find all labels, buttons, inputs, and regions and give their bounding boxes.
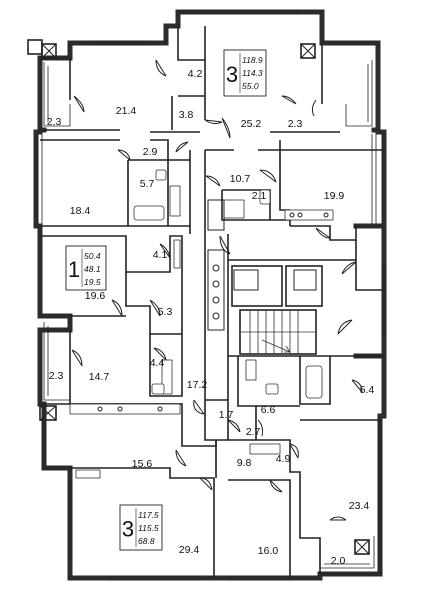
- apartment-area-0: 118.9: [242, 55, 263, 65]
- doors: [71, 59, 363, 521]
- room-area-label-r4: 3.8: [179, 109, 194, 121]
- room-area-label-r13: 4.1: [153, 249, 168, 261]
- room-area-label-r24: 4.9: [276, 453, 291, 465]
- room-area-labels: 2.3 21.4 4.2 3.8 25.2 2.3 2.9 10.7 5.7 19.9 18.4 2.…: [47, 68, 375, 567]
- room-area-label-r28: 29.4: [179, 544, 200, 556]
- room-area-label-r6: 2.3: [288, 118, 303, 130]
- staircase: [240, 310, 316, 354]
- apartment-area-0: 117.5: [138, 510, 159, 520]
- apartment-tag-a1: 3 118.9 114.3 55.0: [223, 49, 267, 97]
- room-area-label-r9: 5.7: [140, 178, 155, 190]
- room-area-label-r10: 19.9: [324, 190, 345, 202]
- room-area-label-r30: 2.0: [331, 555, 346, 567]
- room-area-label-r21: 6.6: [261, 404, 276, 416]
- room-area-label-r2: 21.4: [116, 105, 137, 117]
- room-area-label-r27: 23.4: [349, 500, 370, 512]
- room-area-label-r20: 5.4: [360, 384, 375, 396]
- room-area-label-r23: 2.7: [246, 426, 261, 438]
- apartment-area-2: 68.8: [138, 536, 155, 546]
- apartment-tag-a2: 1 50.4 48.1 19.5: [65, 245, 107, 291]
- room-area-label-r18: 14.7: [89, 371, 110, 383]
- room-area-label-r29: 16.0: [258, 545, 279, 557]
- corner-pillars: [27, 39, 370, 555]
- apartment-area-2: 55.0: [242, 81, 259, 91]
- apartment-room-count: 3: [226, 62, 238, 87]
- room-area-label-r8: 10.7: [230, 173, 251, 185]
- room-area-label-r22: 1.7: [219, 409, 234, 421]
- room-area-label-r25: 15.6: [132, 458, 153, 470]
- room-area-label-r1: 2.3: [47, 116, 62, 128]
- room-area-label-r26: 9.8: [237, 457, 252, 469]
- apartment-tag-frame: [119, 504, 163, 551]
- room-area-label-r17: 4.4: [150, 357, 165, 369]
- apartment-tag-a3: 3 117.5 115.5 68.8: [119, 504, 163, 551]
- apartment-area-2: 19.5: [84, 277, 101, 287]
- apartment-tags: 3 118.9 114.3 55.0 1 50.4 48.1 19.5 3 117.5 115.5 6…: [65, 49, 267, 551]
- apartment-area-1: 48.1: [84, 264, 101, 274]
- apartment-room-count: 1: [68, 257, 80, 282]
- room-area-label-r16: 2.3: [49, 370, 64, 382]
- fixtures: [69, 169, 334, 479]
- windows: [67, 9, 387, 581]
- room-area-label-r5: 25.2: [241, 118, 262, 130]
- room-area-label-r19: 17.2: [187, 379, 208, 391]
- outer-walls: [33, 9, 387, 581]
- apartment-tag-frame: [223, 49, 267, 97]
- room-area-label-r14: 19.6: [85, 290, 106, 302]
- room-area-label-r3: 4.2: [188, 68, 203, 80]
- apartment-area-0: 50.4: [84, 251, 101, 261]
- interior-walls: [40, 26, 384, 578]
- room-area-label-r11: 18.4: [70, 205, 91, 217]
- apartment-area-1: 114.3: [242, 68, 263, 78]
- apartment-tag-frame: [65, 245, 107, 291]
- room-area-label-r15: 5.3: [158, 306, 173, 318]
- apartment-area-1: 115.5: [138, 523, 159, 533]
- room-area-label-r12: 2.1: [252, 190, 267, 202]
- apartment-room-count: 3: [122, 517, 134, 542]
- room-area-label-r7: 2.9: [143, 146, 158, 158]
- loggias: [37, 60, 377, 569]
